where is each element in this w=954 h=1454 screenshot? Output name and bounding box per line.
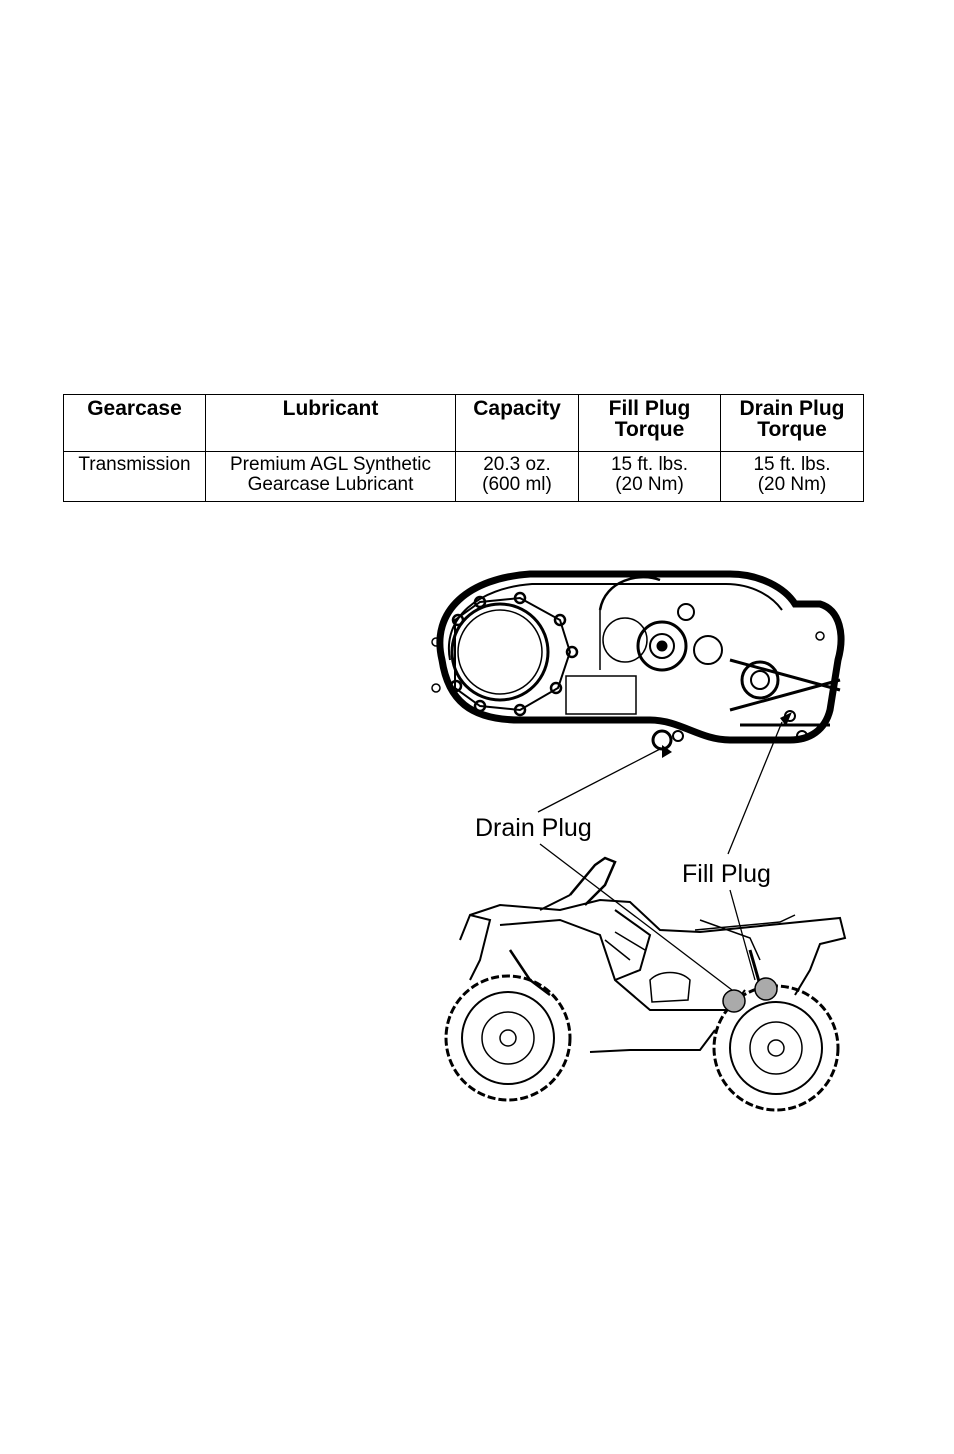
header-capacity: Capacity [455, 394, 579, 452]
cell-capacity: 20.3 oz. (600 ml) [455, 451, 579, 502]
leader-lines [537, 721, 783, 991]
fill-plug-label: Fill Plug [682, 860, 771, 888]
cell-text: (20 Nm) [615, 474, 684, 495]
cell-text: 15 ft. lbs. [753, 454, 831, 475]
cell-lubricant: Premium AGL Synthetic Gearcase Lubricant [205, 451, 456, 502]
header-gearcase: Gearcase [63, 394, 206, 452]
table-header-row: Gearcase Lubricant Capacity Fill Plug To… [63, 394, 864, 452]
header-fill-plug-torque: Fill Plug Torque [578, 394, 721, 452]
transmission-plug-figure: Drain Plug Fill Plug [400, 540, 900, 1140]
atv-illustration [444, 856, 847, 1112]
drain-plug-marker [662, 745, 672, 758]
cell-text: 15 ft. lbs. [610, 454, 689, 475]
header-text: Capacity [473, 397, 561, 420]
header-text: Fill Plug [608, 397, 691, 420]
drain-plug-location [722, 989, 746, 1013]
gearcase-spec-table: Gearcase Lubricant Capacity Fill Plug To… [63, 394, 864, 502]
cell-text: 20.3 oz. [483, 454, 551, 475]
gearcase-diagram [431, 570, 845, 751]
cell-text: Gearcase Lubricant [247, 474, 414, 495]
header-text: Gearcase [87, 397, 182, 420]
cell-fill-plug-torque: 15 ft. lbs. (20 Nm) [578, 451, 721, 502]
cell-gearcase: Transmission [63, 451, 206, 502]
fill-plug-marker [780, 712, 792, 726]
cell-text: Transmission [78, 454, 191, 475]
fill-plug-location [754, 977, 778, 1001]
cell-drain-plug-torque: 15 ft. lbs. (20 Nm) [720, 451, 864, 502]
cell-text: (20 Nm) [757, 474, 827, 495]
figure-drawing [431, 570, 847, 1112]
cell-text: Premium AGL Synthetic [230, 454, 431, 475]
table-row: Transmission Premium AGL Synthetic Gearc… [63, 451, 864, 502]
header-text: Torque [614, 418, 685, 441]
header-text: Torque [757, 418, 827, 441]
header-drain-plug-torque: Drain Plug Torque [720, 394, 864, 452]
drain-plug-label: Drain Plug [475, 814, 592, 842]
header-text: Drain Plug [739, 397, 845, 420]
header-lubricant: Lubricant [205, 394, 456, 452]
cell-text: (600 ml) [482, 474, 552, 495]
header-text: Lubricant [282, 397, 379, 420]
